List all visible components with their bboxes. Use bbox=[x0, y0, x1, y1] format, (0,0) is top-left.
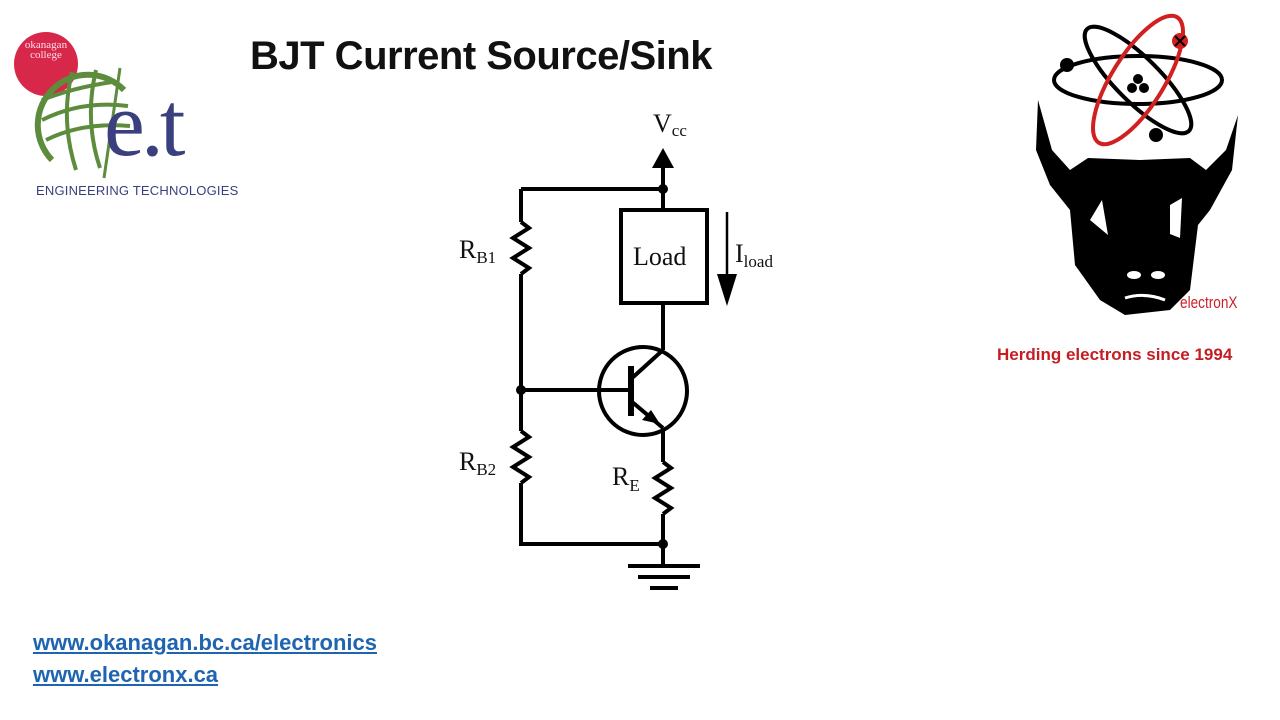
orbit-diagonal bbox=[1082, 24, 1194, 136]
electronx-tagline: Herding electrons since 1994 bbox=[997, 345, 1233, 364]
engineering-technologies-text: ENGINEERING TECHNOLOGIES bbox=[36, 183, 239, 198]
slide-title: BJT Current Source/Sink bbox=[250, 34, 712, 78]
rb1-label: RB1 bbox=[459, 235, 496, 267]
vcc-arrow-icon bbox=[652, 148, 674, 168]
junction-base bbox=[516, 385, 526, 395]
globe-icon bbox=[34, 67, 131, 179]
electronx-wordmark: electronX bbox=[1180, 293, 1238, 312]
orbit-horizontal bbox=[1052, 54, 1224, 106]
current-arrow-head-icon bbox=[717, 274, 737, 306]
bull-head-icon bbox=[1036, 100, 1238, 315]
okanagan-link[interactable]: www.okanagan.bc.ca/electronics bbox=[33, 630, 377, 655]
junction-ground bbox=[658, 539, 668, 549]
emitter-arrow-icon bbox=[642, 410, 660, 424]
rb1-resistor bbox=[509, 220, 533, 276]
junction-top bbox=[658, 184, 668, 194]
okanagan-college-text: okanagan college bbox=[14, 39, 78, 61]
et-mark: e.t bbox=[104, 73, 185, 175]
iload-label: Iload bbox=[735, 239, 773, 271]
re-label: RE bbox=[612, 462, 640, 495]
rb2-label: RB2 bbox=[459, 447, 496, 479]
electronx-link[interactable]: www.electronx.ca bbox=[33, 662, 219, 687]
left-wire-bottom bbox=[519, 483, 663, 546]
orbit-red bbox=[1091, 13, 1185, 147]
collector-lead bbox=[629, 348, 665, 381]
re-resistor bbox=[651, 460, 675, 516]
electronx-logo bbox=[1036, 13, 1238, 315]
load-label: Load bbox=[633, 242, 686, 271]
college-logo: okanagan college e.t ENGINEERING TECHNOL… bbox=[10, 28, 240, 208]
college-line2: college bbox=[30, 49, 62, 61]
vcc-label: Vcc bbox=[653, 109, 687, 140]
footer-links: www.okanagan.bc.ca/electronics www.elect… bbox=[33, 627, 377, 691]
rb2-resistor bbox=[509, 429, 533, 485]
college-line1: okanagan bbox=[24, 39, 68, 51]
